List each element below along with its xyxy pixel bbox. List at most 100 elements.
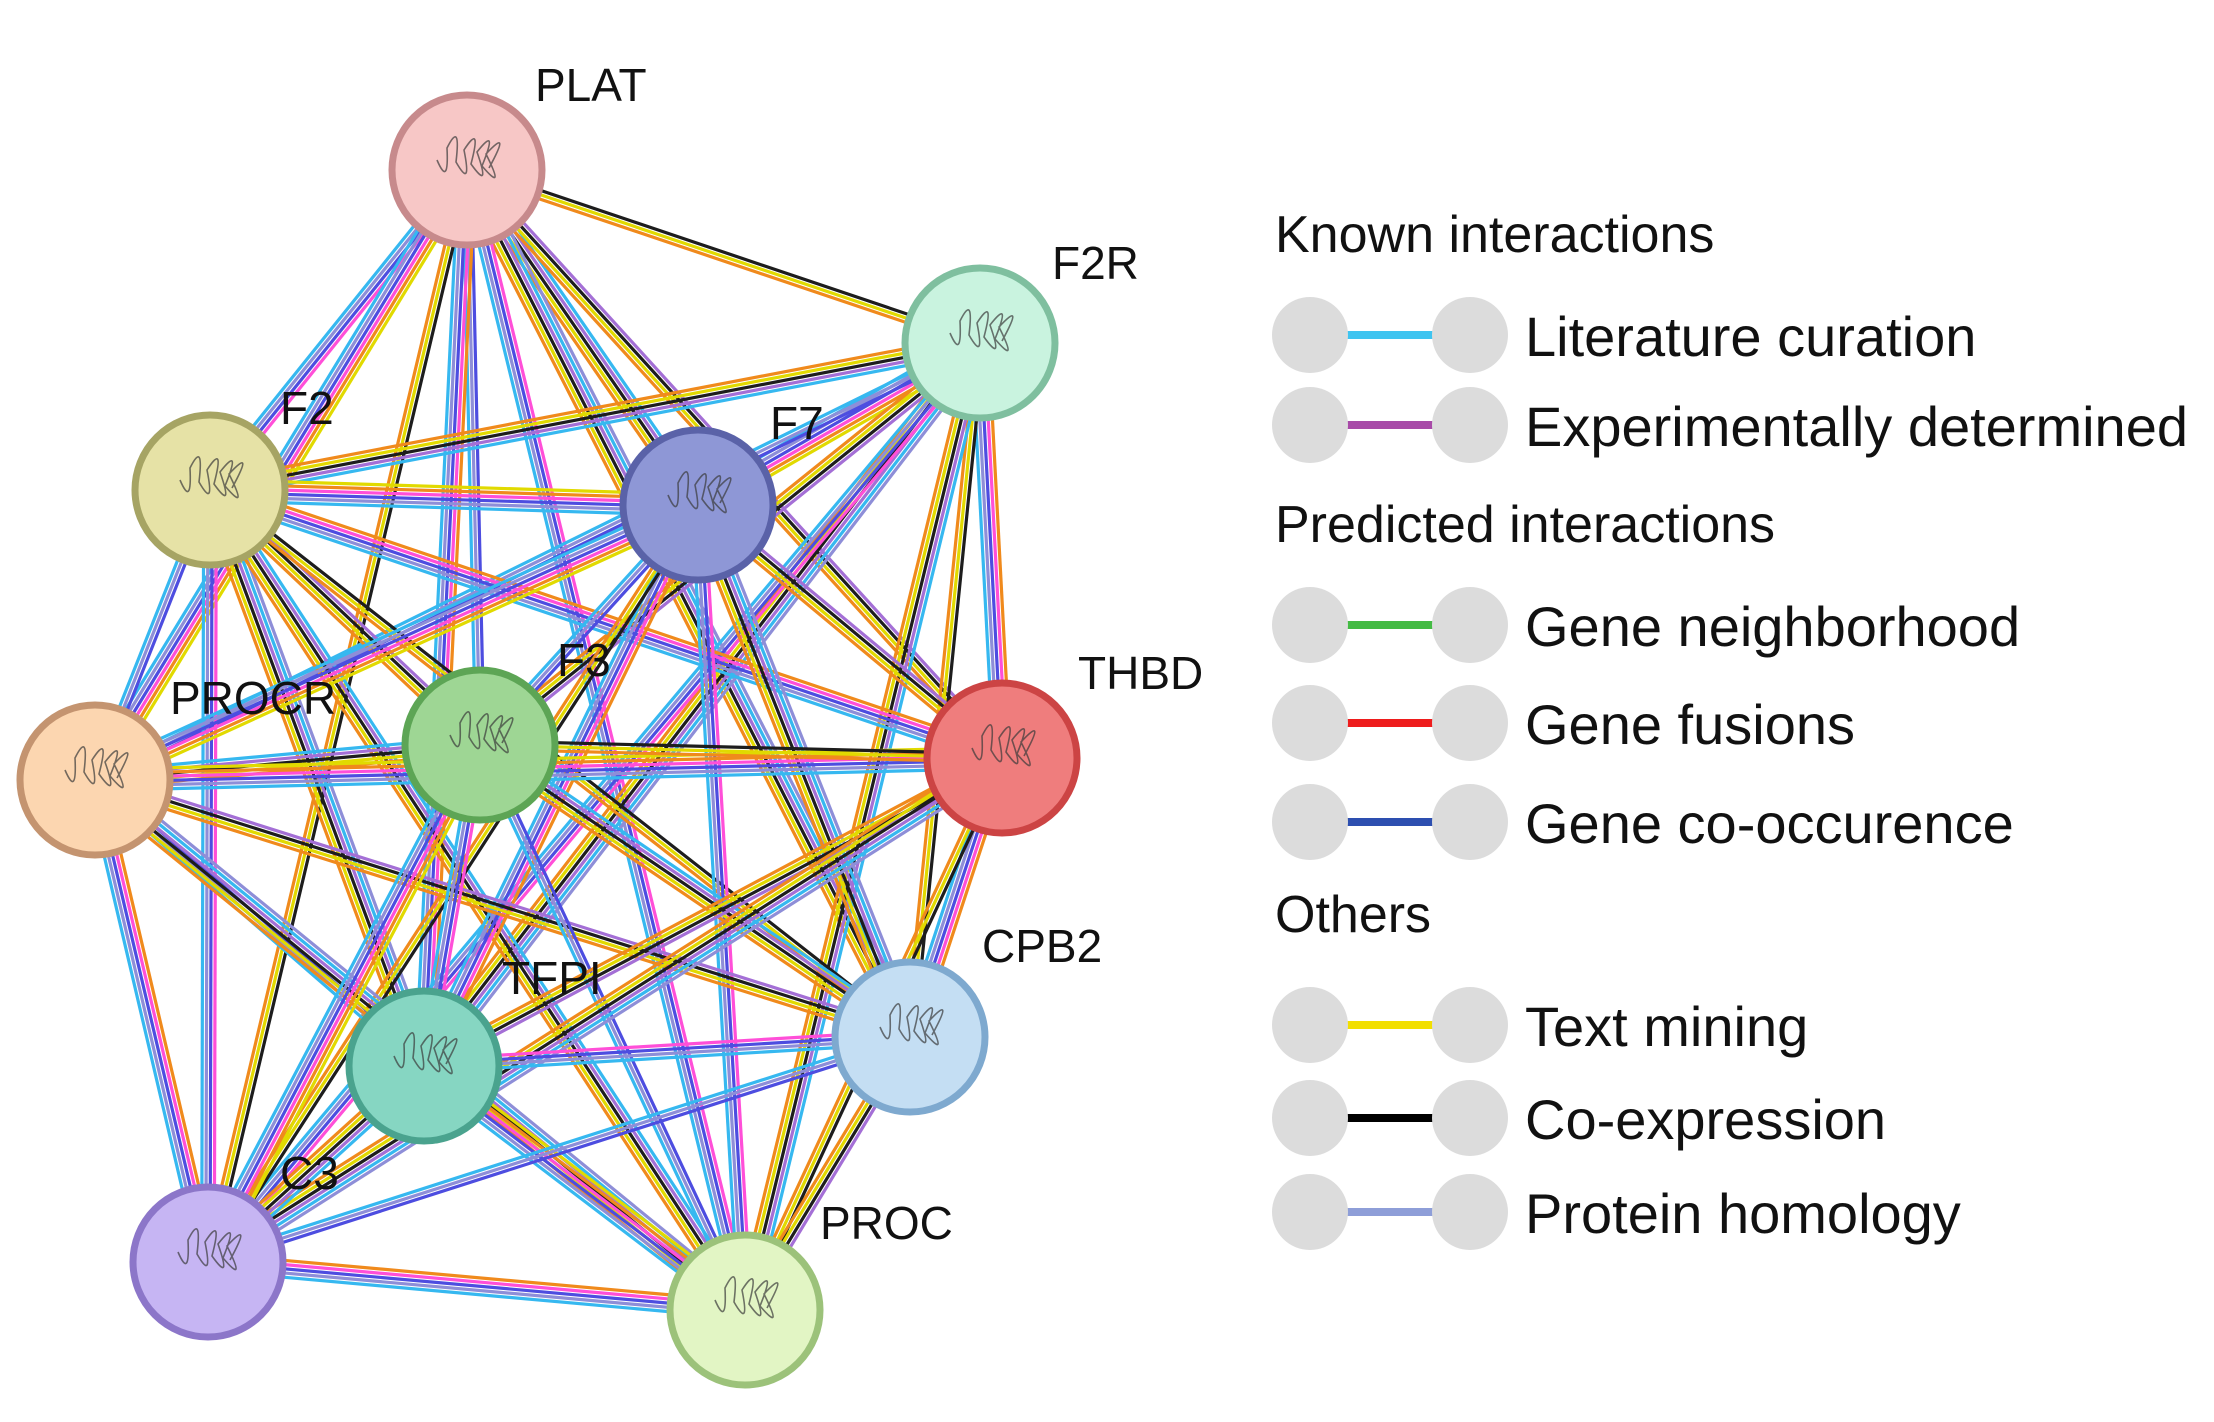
- edge-cpb2-c3: [206, 1031, 910, 1260]
- edge-plat-f2r: [466, 168, 981, 345]
- edge-thbd-c3: [212, 765, 1009, 1273]
- node-f2r[interactable]: [901, 264, 1059, 422]
- edge-f3-c3: [212, 747, 487, 1266]
- protein-structure-icon: [971, 724, 1036, 767]
- node-label-thbd: THBD: [1078, 647, 1204, 699]
- node-tfpi[interactable]: [345, 987, 503, 1145]
- edge-f3-c3: [215, 749, 491, 1268]
- edge-f7-procr: [93, 501, 698, 780]
- edge-procr-cpb2: [92, 784, 909, 1045]
- legend-node-left: [1272, 1080, 1348, 1156]
- edge-procr-c3: [89, 780, 206, 1264]
- edge-f7-procr: [95, 505, 700, 784]
- edge-f7-tfpi: [418, 502, 696, 1065]
- legend-node-right: [1432, 387, 1508, 463]
- legend-swatch-fusions: [1272, 685, 1508, 761]
- edge-f2-thbd: [212, 480, 1006, 752]
- legend-node-left: [1272, 387, 1348, 463]
- edge-c3-proc: [208, 1252, 746, 1304]
- node-label-f3: F3: [557, 634, 611, 686]
- edge-f2r-f2: [210, 345, 982, 496]
- edge-thbd-c3: [201, 747, 998, 1255]
- edge-c3-proc: [207, 1260, 746, 1312]
- edge-f3-cpb2: [483, 736, 916, 1032]
- legend-node-right: [1432, 1174, 1508, 1250]
- edge-f2-thbd: [206, 496, 1000, 768]
- edge-f2r-f2: [208, 337, 980, 488]
- edge-f2r-c3: [205, 340, 980, 1262]
- edge-c3-proc: [207, 1268, 745, 1320]
- node-procr[interactable]: [16, 701, 174, 859]
- node-f2[interactable]: [131, 411, 289, 569]
- edge-f2r-cpb2: [904, 342, 978, 1037]
- edge-f7-procr: [96, 509, 702, 788]
- protein-structure-icon: [879, 1003, 944, 1046]
- node-plat[interactable]: [388, 91, 546, 249]
- edge-f3-thbd: [479, 747, 1002, 764]
- edge-f7-procr: [98, 513, 704, 792]
- legend-node-right: [1432, 987, 1508, 1063]
- node-proc[interactable]: [666, 1231, 824, 1389]
- node-label-c3: C3: [280, 1147, 339, 1199]
- node-label-f7: F7: [770, 397, 824, 449]
- edge-thbd-c3: [203, 751, 1000, 1259]
- protein-interaction-network: [16, 91, 1081, 1389]
- legend-node-left: [1272, 987, 1348, 1063]
- edge-plat-cpb2: [463, 170, 910, 1039]
- edge-f2-f7: [209, 490, 698, 509]
- node-label-cpb2: CPB2: [982, 920, 1103, 972]
- edge-cpb2-c3: [208, 1039, 912, 1268]
- edge-f2r-f2: [211, 349, 982, 500]
- node-f7[interactable]: [619, 426, 777, 584]
- edge-f7-procr: [91, 497, 697, 776]
- edge-f7-tfpi: [426, 506, 704, 1069]
- edge-plat-c3: [206, 169, 469, 1263]
- edge-f2-f7: [210, 482, 699, 501]
- node-cpb2[interactable]: [831, 958, 989, 1116]
- edge-procr-cpb2: [96, 772, 913, 1033]
- edge-plat-c3: [210, 170, 473, 1264]
- edge-f3-thbd: [480, 739, 1003, 756]
- node-label-plat: PLAT: [535, 59, 647, 111]
- node-c3[interactable]: [129, 1183, 287, 1341]
- edge-f2r-c3: [208, 343, 983, 1265]
- legend-node-left: [1272, 297, 1348, 373]
- node-f3[interactable]: [401, 666, 559, 824]
- edge-procr-c3: [97, 778, 214, 1262]
- edge-f3-c3: [208, 745, 484, 1264]
- edge-f2r-f2: [208, 333, 979, 484]
- edge-f3-c3: [197, 739, 473, 1258]
- edge-f2r-c3: [201, 337, 977, 1259]
- legend-item-literature-curation: Literature curation: [1270, 290, 2210, 380]
- node-label-f2: F2: [280, 382, 334, 434]
- edge-thbd-c3: [206, 754, 1002, 1262]
- edge-tfpi-cpb2: [423, 1029, 910, 1062]
- edge-f2r-tfpi: [431, 348, 990, 1074]
- node-label-procr: PROCR: [170, 672, 337, 724]
- edge-f3-cpb2: [476, 747, 909, 1042]
- legend-heading-others: Others: [1275, 886, 1432, 944]
- legend-label: Experimentally determined: [1525, 395, 2188, 458]
- edge-f3-proc: [474, 746, 743, 1313]
- legend-node-left: [1272, 587, 1348, 663]
- edge-plat-f3: [469, 169, 486, 745]
- legend-node-right: [1432, 1080, 1508, 1156]
- edge-tfpi-cpb2: [424, 1041, 911, 1074]
- edge-f2r-proc: [735, 340, 974, 1309]
- edge-f2r-f2: [209, 341, 981, 492]
- legend-label: Gene fusions: [1525, 693, 1855, 756]
- network-nodes: [16, 91, 1081, 1389]
- legend-swatch-neighborhood: [1272, 587, 1508, 663]
- edge-plat-cpb2: [459, 172, 906, 1041]
- legend-item-co-expression: Co-expression: [1270, 1073, 2210, 1163]
- legend-item-experimentally-determined: Experimentally determined: [1270, 380, 2210, 470]
- node-thbd[interactable]: [923, 679, 1081, 837]
- protein-structure-icon: [449, 711, 514, 754]
- edge-procr-cpb2: [93, 780, 910, 1041]
- edge-plat-proc: [467, 169, 749, 1310]
- edge-f3-cpb2: [474, 750, 907, 1046]
- legend-label: Literature curation: [1525, 305, 1977, 368]
- edge-procr-c3: [101, 777, 218, 1261]
- legend-item-gene-neighborhood: Gene neighborhood: [1270, 580, 2210, 670]
- legend-item-gene-fusions: Gene fusions: [1270, 678, 2210, 768]
